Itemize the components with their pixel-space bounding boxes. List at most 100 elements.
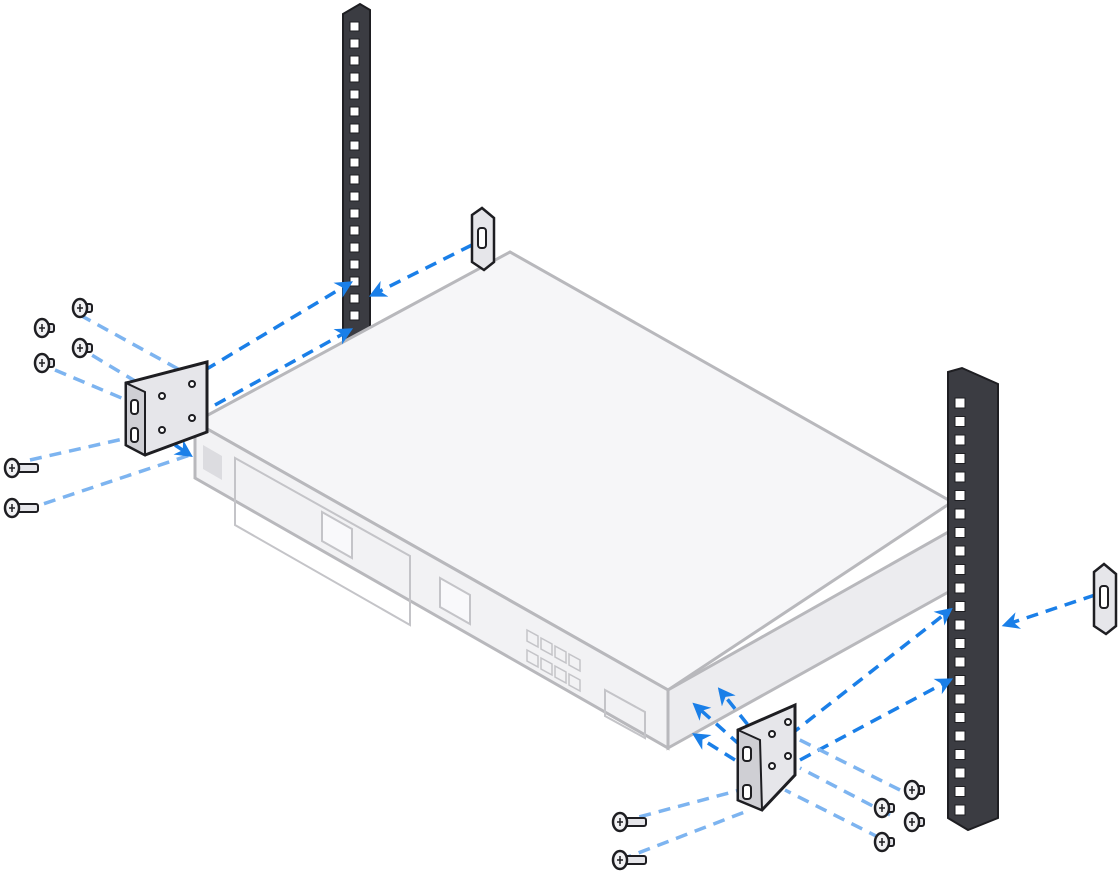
arrow-icon xyxy=(692,733,736,762)
rack-hole xyxy=(349,225,360,236)
arrow-icon xyxy=(214,328,354,407)
rack-hole xyxy=(349,174,360,185)
screw-icon xyxy=(873,797,895,819)
rack-hole xyxy=(954,638,966,649)
front-panel-bay-2 xyxy=(321,510,353,560)
ethernet-ports xyxy=(526,628,581,693)
screw-icon xyxy=(3,497,39,519)
rack-hole xyxy=(349,310,360,321)
screw-icon xyxy=(71,337,93,359)
arrow-icon xyxy=(692,702,742,747)
screw-cross xyxy=(77,304,83,312)
screw-icon xyxy=(903,811,925,833)
ethernet-port xyxy=(526,648,539,669)
cage-nut-right xyxy=(1092,562,1118,636)
screw-cross xyxy=(909,786,915,794)
screw-cross xyxy=(909,818,915,826)
rack-hole xyxy=(954,712,966,723)
rack-hole xyxy=(954,693,966,705)
rack-hole xyxy=(349,21,360,32)
ethernet-port xyxy=(554,644,567,665)
arrow-icon xyxy=(784,788,881,840)
screw-cross xyxy=(39,324,45,332)
screw-icon xyxy=(903,779,925,801)
ethernet-port xyxy=(540,656,553,677)
rack-hole xyxy=(954,730,966,742)
screw-cross xyxy=(617,856,623,864)
rack-hole xyxy=(954,471,966,483)
rack-hole xyxy=(349,259,360,270)
ethernet-port xyxy=(568,672,581,693)
screw-icon xyxy=(71,297,93,319)
screw-cross xyxy=(617,818,623,826)
screw-icon xyxy=(611,811,647,833)
rack-hole xyxy=(954,527,966,538)
rack-hole xyxy=(349,140,360,151)
rack-hole xyxy=(954,508,966,520)
rack-hole xyxy=(954,545,966,557)
rack-hole xyxy=(954,767,966,779)
arrow-icon xyxy=(24,453,191,512)
ethernet-port xyxy=(568,652,581,673)
arrow-icon xyxy=(799,678,954,762)
screw-icon xyxy=(33,317,55,339)
screw-cross xyxy=(39,359,45,367)
ethernet-port xyxy=(554,664,567,685)
screw-cross xyxy=(9,464,15,472)
sfp-ports xyxy=(604,688,646,740)
rack-hole xyxy=(349,157,360,168)
ethernet-port xyxy=(526,628,539,649)
rack-hole xyxy=(349,276,360,287)
rack-hole xyxy=(954,434,966,446)
screws xyxy=(3,297,925,871)
screw-cross xyxy=(879,804,885,812)
front-panel-bay-3 xyxy=(439,576,471,626)
rack-hole xyxy=(954,804,966,816)
cage-nut-left xyxy=(470,206,496,272)
rack-hole xyxy=(349,106,360,117)
rack-hole xyxy=(349,55,360,66)
rack-post-right xyxy=(947,366,999,832)
rack-hole xyxy=(349,293,360,304)
arrows xyxy=(24,243,1096,862)
rack-hole xyxy=(349,89,360,100)
rack-hole xyxy=(954,564,966,575)
rack-hole xyxy=(349,191,360,202)
arrow-icon xyxy=(29,423,186,462)
mounting-bracket-left xyxy=(124,360,209,457)
rack-hole xyxy=(954,453,966,464)
screw-icon xyxy=(873,831,895,853)
rack-hole xyxy=(349,38,360,49)
arrow-icon xyxy=(788,607,953,737)
arrow-icon xyxy=(619,788,741,824)
screw-icon xyxy=(611,849,647,871)
rack-hole xyxy=(954,582,966,594)
rack-hole xyxy=(954,416,966,427)
rack-hole xyxy=(954,786,966,797)
rack-hole xyxy=(954,490,966,501)
arrow-icon xyxy=(789,733,901,792)
rack-hole xyxy=(349,123,360,134)
arrow-icon xyxy=(204,281,354,372)
screw-icon xyxy=(33,352,55,374)
vent xyxy=(203,445,222,480)
arrow-icon xyxy=(79,313,181,372)
network-switch xyxy=(191,250,955,751)
rack-hole xyxy=(954,749,966,760)
front-panel-bay-1 xyxy=(234,456,411,627)
rack-hole xyxy=(349,242,360,253)
arrow-icon xyxy=(619,808,751,862)
rack-hole xyxy=(349,72,360,83)
rack-hole xyxy=(349,208,360,219)
mounting-bracket-right xyxy=(736,702,797,812)
arrow-icon xyxy=(173,439,193,457)
screw-cross xyxy=(9,504,15,512)
rack-hole xyxy=(954,397,966,409)
screw-cross xyxy=(77,344,83,352)
rack-hole xyxy=(954,656,966,668)
rack-hole xyxy=(954,675,966,686)
ethernet-port xyxy=(540,636,553,657)
screw-icon xyxy=(3,457,39,479)
arrow-icon xyxy=(799,766,891,817)
